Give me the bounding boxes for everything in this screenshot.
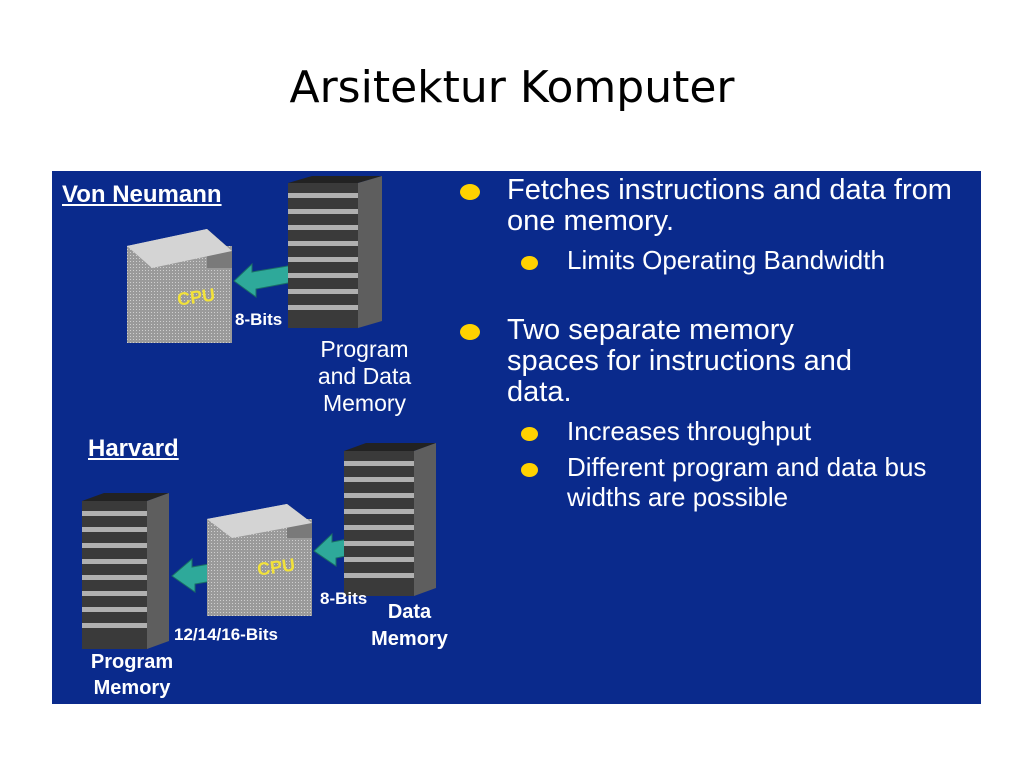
bullet-dot-icon (460, 184, 480, 200)
harvard-program-memory-label: Program Memory (90, 651, 174, 699)
bullet-item: Two separate memory spaces for instructi… (457, 315, 977, 408)
von-neumann-memory-label: Program and Data Memory (317, 336, 412, 416)
bullet-list: Fetches instructions and data from one m… (457, 175, 977, 512)
harvard-data-bus-label: 8-Bits (320, 589, 368, 608)
von-neumann-bus-label: 8-Bits (235, 310, 283, 329)
bullet-dot-icon (460, 324, 480, 340)
von-neumann-heading: Von Neumann (62, 181, 222, 208)
von-neumann-memory-stack (288, 176, 382, 328)
harvard-heading: Harvard (88, 435, 179, 462)
architecture-diagram: CPU (82, 176, 436, 649)
diagram-panel: CPU (52, 171, 981, 704)
sub-bullet-item: Different program and data bus widths ar… (457, 452, 977, 512)
bullet-dot-icon (521, 427, 538, 441)
sub-bullet-item: Limits Operating Bandwidth (457, 245, 977, 275)
harvard-data-memory-label: Data Memory (371, 601, 448, 650)
bullet-dot-icon (521, 463, 538, 477)
page-title: Arsitektur Komputer (289, 62, 735, 113)
von-neumann-cpu-cube (127, 229, 232, 343)
harvard-program-memory-stack (82, 493, 169, 649)
harvard-data-memory-stack (344, 443, 436, 596)
bullet-item: Fetches instructions and data from one m… (457, 175, 977, 237)
bullet-dot-icon (521, 256, 538, 270)
harvard-cpu-cube (207, 504, 312, 616)
sub-bullet-item: Increases throughput (457, 416, 977, 446)
harvard-program-bus-label: 12/14/16-Bits (174, 625, 278, 644)
